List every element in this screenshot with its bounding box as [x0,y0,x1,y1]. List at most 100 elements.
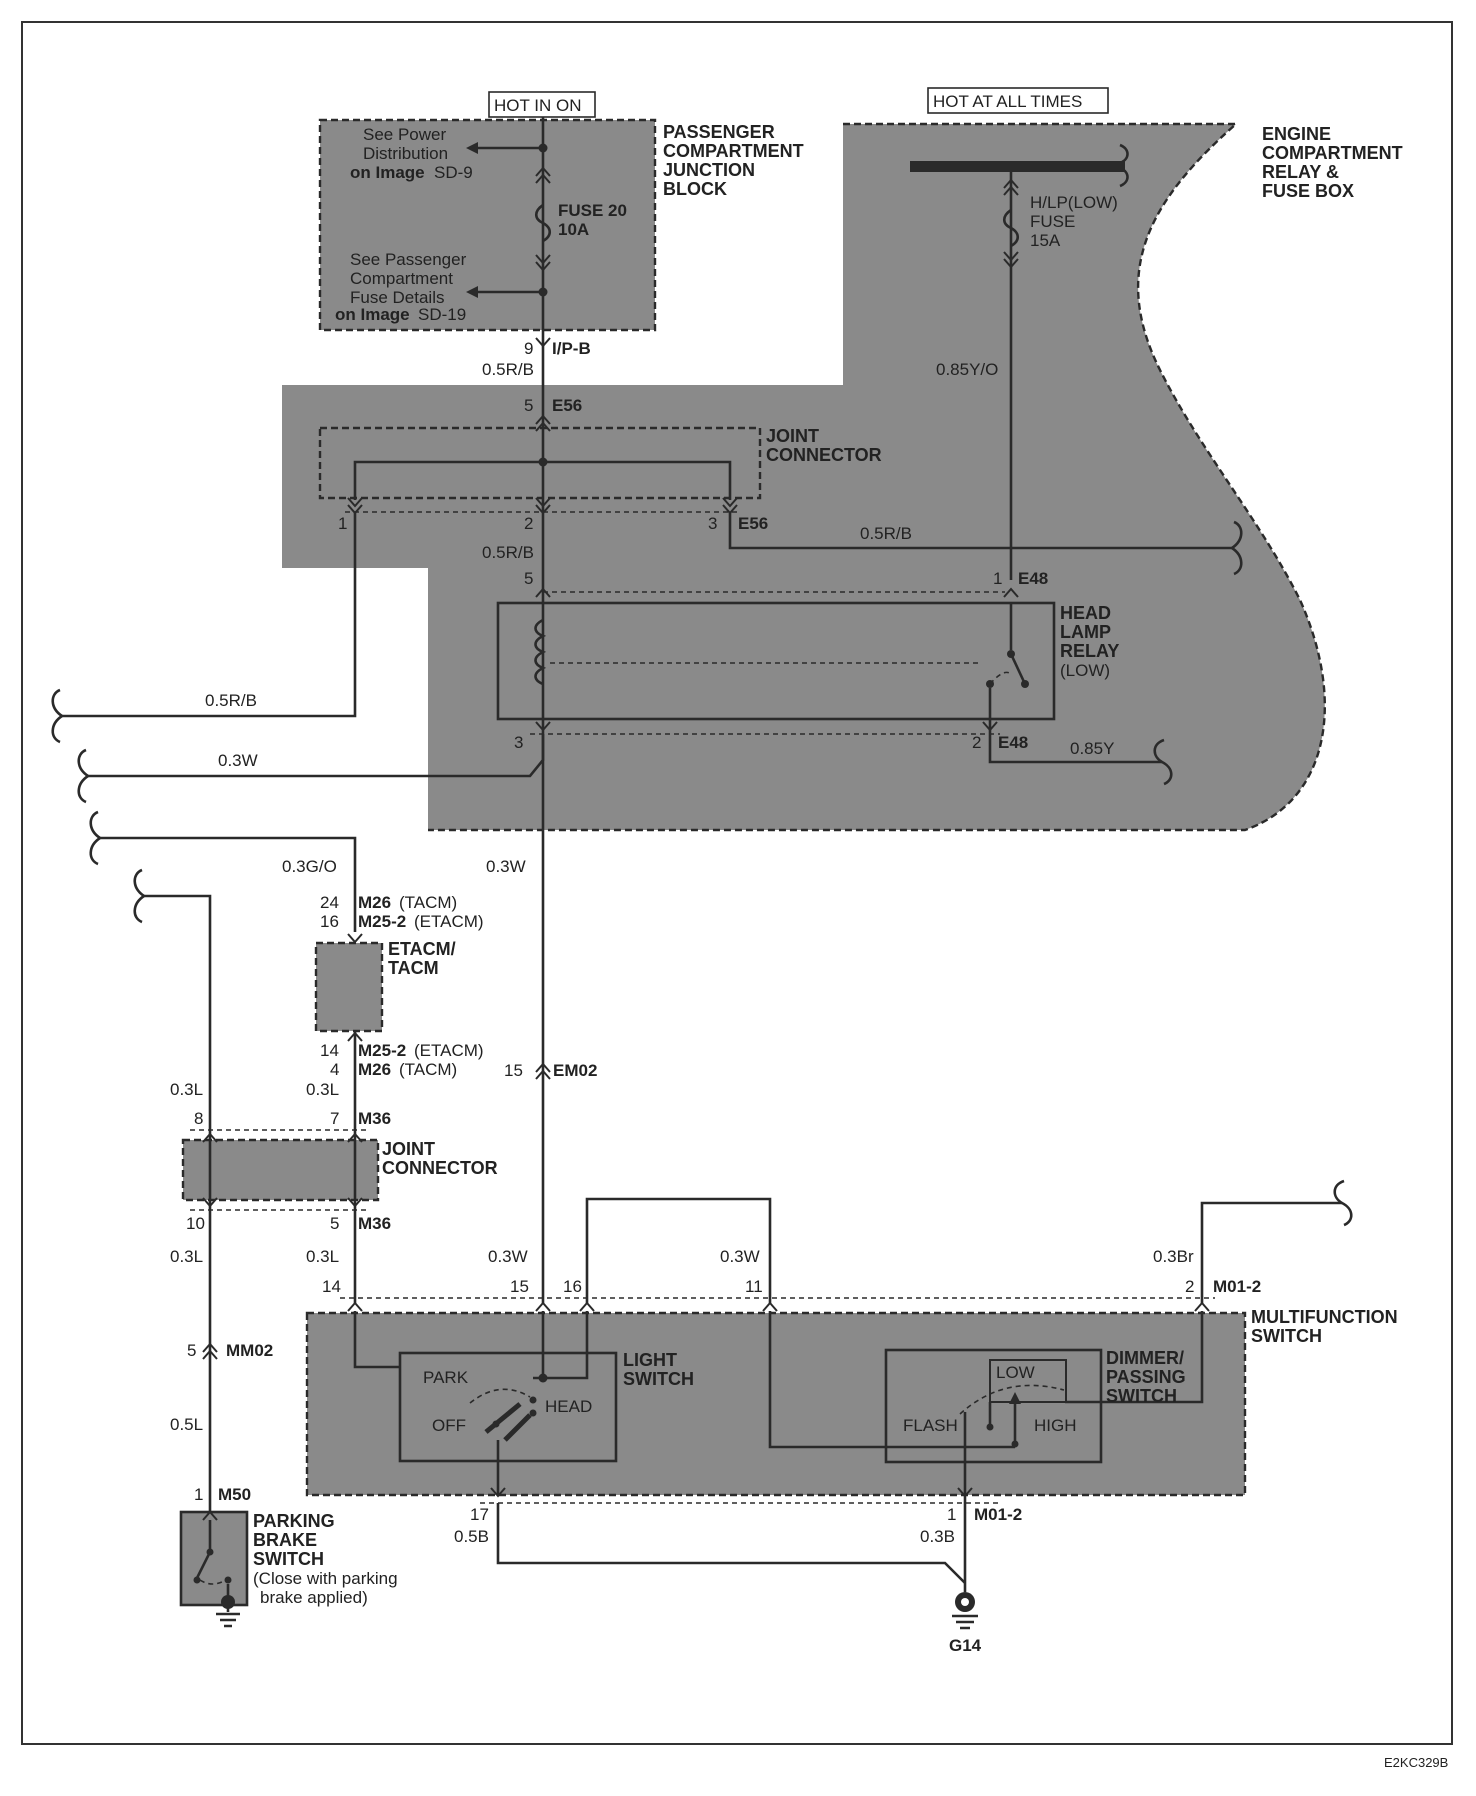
wire-label-03l-right-top: 0.3L [306,1080,339,1099]
pin-11-mfs: 11 [745,1277,763,1296]
chevron-connector [1003,178,1019,196]
see-power-line-3b: SD-9 [434,163,473,182]
head-lamp-relay-label-4: (LOW) [1060,661,1110,680]
pin-3-jc: 3 [708,514,717,533]
connector-e56-right: E56 [738,514,768,533]
pin-16-mfs: 16 [563,1277,582,1296]
wire-05rb-right [728,512,1232,550]
wire-label-03go: 0.3G/O [282,857,337,876]
pbs-note-1: (Close with parking [253,1569,398,1588]
relay-contact-dot [1021,680,1029,688]
connector-m26-bottom-suffix: (TACM) [399,1060,457,1079]
wire-05rb-left [62,512,357,718]
joint-connector-lower-box [181,1138,380,1202]
pin-2-mfs: 2 [1185,1277,1194,1296]
joint-connector-lower-label-1: JOINT [382,1139,435,1159]
pin-5-e56: 5 [524,396,533,415]
pin-5-m36: 5 [330,1214,339,1233]
connector-em02: EM02 [553,1061,597,1080]
see-pass-line-3: Fuse Details [350,288,444,307]
pin-14-etacm: 14 [320,1041,339,1060]
pbs-contact-arm [195,1551,212,1579]
light-switch-blade [503,1413,532,1442]
wire-label-085y: 0.85Y [1070,739,1114,758]
light-switch-label-2: SWITCH [623,1369,694,1389]
wire-label-03w-left: 0.3W [218,751,258,770]
see-pass-line-4b: SD-19 [418,305,466,324]
ground-g14-icon-inner [961,1598,969,1606]
connector-m25-2-top-suffix: (ETACM) [414,912,484,931]
hlp-fuse-symbol [1002,208,1020,248]
dimmer-contact [1011,1440,1019,1448]
connector-m01-2-bottom: M01-2 [974,1505,1022,1524]
wire-mfs-14 [353,1311,400,1369]
see-power-line-3a: on Image [350,163,425,182]
light-switch-arc [469,1388,531,1404]
etacm-label-2: TACM [388,958,439,978]
pin-4: 4 [330,1060,339,1079]
head-lamp-relay-label-1: HEAD [1060,603,1111,623]
pin-8: 8 [194,1109,203,1128]
wire-16-loop [585,1197,772,1303]
hot-in-on-label: HOT IN ON [494,96,582,115]
hot-at-all-times-box [927,87,1109,114]
wire-03go [100,836,357,932]
head-lamp-relay-label-3: RELAY [1060,641,1119,661]
etacm-module-box [314,941,384,1033]
dimmer-label-3: SWITCH [1106,1386,1177,1406]
dimmer-low: LOW [996,1363,1035,1382]
bus-bar-end [1119,143,1129,188]
pin-5-mm02: 5 [187,1341,196,1360]
wire-label-05b: 0.5B [454,1527,489,1546]
chevron-connector [202,1197,363,1208]
fuse-20-name: FUSE 20 [558,201,627,220]
fuse-20-rating: 10A [558,220,589,239]
see-pass-line-2: Compartment [350,269,453,288]
mfs-title-1: MULTIFUNCTION [1251,1307,1398,1327]
wire-end-tilde [77,748,89,804]
passenger-junction-title-2: COMPARTMENT [663,141,804,161]
wire-03w-left [88,734,545,778]
hlp-fuse-label-2: FUSE [1030,212,1075,231]
joint-connector-upper-box [318,426,762,500]
splice-dot [538,1373,548,1383]
relay-contact-arc [989,671,1012,685]
wire-label-03b: 0.3B [920,1527,955,1546]
engine-fuse-box-outline [428,122,1326,832]
light-switch-box [398,1351,618,1463]
joint-connector-bus [353,460,732,500]
joint-connector-label-1: JOINT [766,426,819,446]
wire-label-03br: 0.3Br [1153,1247,1194,1266]
wire-label-03l-right-mid: 0.3L [306,1247,339,1266]
wire-085y [988,730,1162,764]
chevron-connector [535,1062,551,1080]
engine-box-title-2: COMPARTMENT [1262,143,1403,163]
dimmer-flash: FLASH [903,1416,958,1435]
pin-7: 7 [330,1109,339,1128]
chevron-connector [535,587,551,598]
relay-contact-arm [1009,653,1027,685]
wire-03br [1200,1201,1342,1303]
joint-connector-lower-label-2: CONNECTOR [382,1158,498,1178]
relay-coil [534,618,547,686]
chevron-connector [535,497,551,515]
dimmer-label-2: PASSING [1106,1367,1186,1387]
pin-1-m50: 1 [194,1485,203,1504]
chevron-connector [1003,251,1019,269]
engine-box-title-4: FUSE BOX [1262,181,1354,201]
wire-end-tilde [51,688,63,744]
dimmer-low-frame [989,1359,1067,1403]
wire-label-05rb-mid: 0.5R/B [482,543,534,562]
light-switch-blade [484,1402,522,1434]
pin-17: 17 [470,1505,489,1524]
wire-label-03w-15: 0.3W [488,1247,528,1266]
fuse-box-bus-bar [910,161,1125,172]
diagram-frame [21,21,1453,1745]
wire-label-03l-left-mid: 0.3L [170,1247,203,1266]
see-pass-line-1: See Passenger [350,250,467,269]
wire-label-03w-11: 0.3W [720,1247,760,1266]
connector-m25-2-bottom-suffix: (ETACM) [414,1041,484,1060]
wire-label-03w-main: 0.3W [486,857,526,876]
pin-3-relay: 3 [514,733,523,752]
ground-icon [216,1612,240,1628]
